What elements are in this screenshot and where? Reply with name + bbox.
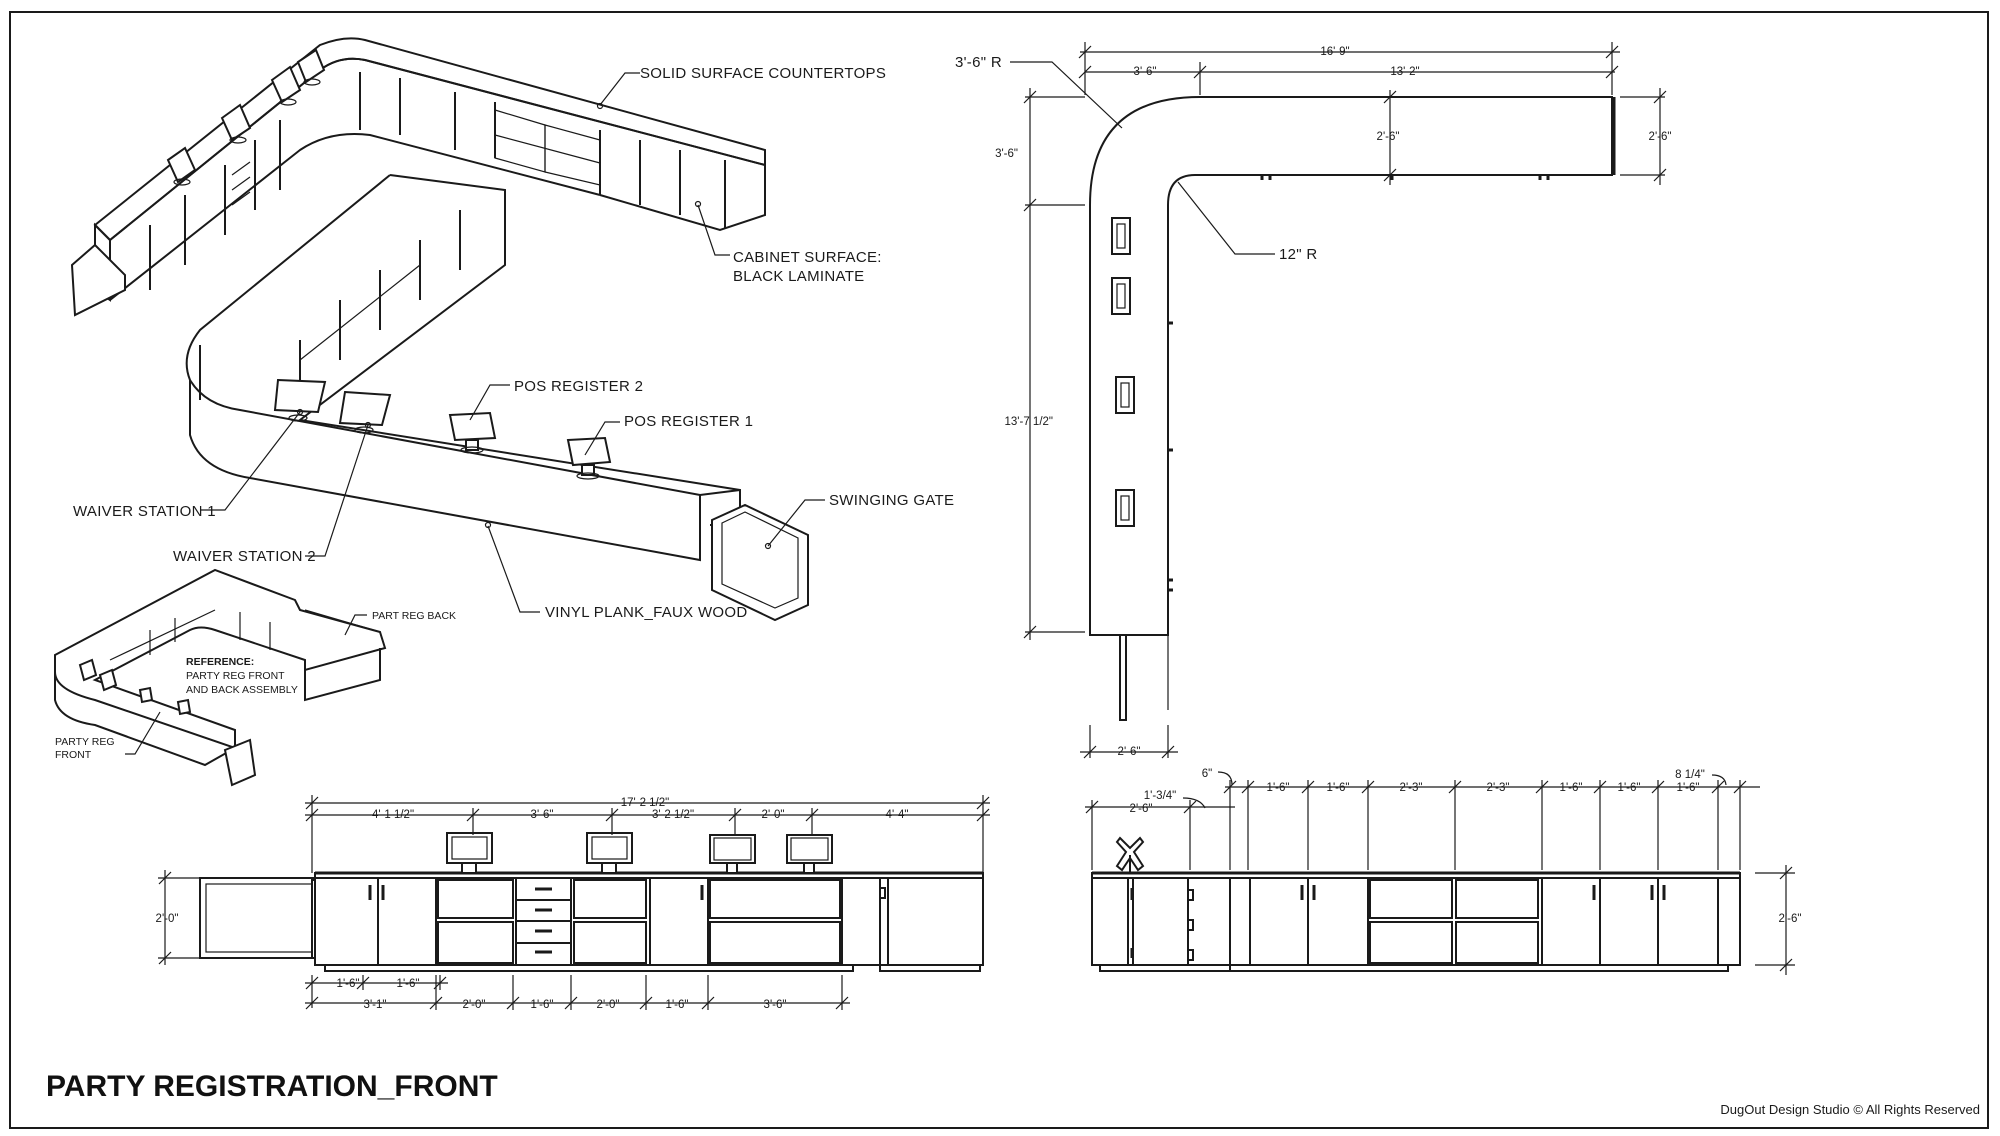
label-reference-line2: AND BACK ASSEMBLY xyxy=(186,684,298,696)
dim-front-height: 2'-0" xyxy=(156,913,179,925)
front-countertop xyxy=(297,174,741,526)
plan-view xyxy=(1010,42,1667,759)
label-vinyl-plank: VINYL PLANK_FAUX WOOD xyxy=(545,604,747,621)
isometric-assembly xyxy=(70,37,825,622)
side-elevation xyxy=(1085,771,1795,975)
dim-front-top-2: 3'-6" xyxy=(531,809,554,821)
label-waiver-station-1: WAIVER STATION 1 xyxy=(73,503,216,520)
dim-front-bottom-r2-6: 3'-6" xyxy=(764,999,787,1011)
dim-front-top-4: 2'-0" xyxy=(762,809,785,821)
dim-side-height: 2'-6" xyxy=(1779,913,1802,925)
label-cabinet-surface-line1: CABINET SURFACE: xyxy=(733,249,882,266)
label-reference-heading: REFERENCE: xyxy=(186,656,254,668)
dim-side-top-1: 1'-6" xyxy=(1267,782,1290,794)
dim-front-bottom-r2-3: 1'-6" xyxy=(531,999,554,1011)
front-monitors xyxy=(273,378,612,480)
dim-side-top-6: 1'-6" xyxy=(1618,782,1641,794)
plan-monitor xyxy=(1111,217,1131,255)
dim-plan-overall-left: 13'-7 1/2" xyxy=(1005,416,1053,428)
dim-plan-depth-mid: 2'-6" xyxy=(1377,131,1400,143)
back-monitors xyxy=(166,48,326,186)
dim-front-bottom-r2-4: 2'-0" xyxy=(597,999,620,1011)
dim-side-top-4: 2'-3" xyxy=(1487,782,1510,794)
dim-plan-left-top: 3'-6" xyxy=(995,148,1018,160)
left-open-door xyxy=(70,243,126,317)
dim-side-three-quarter: 1'-3/4" xyxy=(1144,790,1177,802)
label-cabinet-surface-line2: BLACK LAMINATE xyxy=(733,268,864,285)
dim-side-top-7: 1'-6" xyxy=(1677,782,1700,794)
sheet-title: PARTY REGISTRATION_FRONT xyxy=(46,1070,498,1103)
label-party-reg-front-line2: FRONT xyxy=(55,749,92,761)
dim-side-top-5: 1'-6" xyxy=(1560,782,1583,794)
dim-front-bottom-r1-2: 1'-6" xyxy=(397,978,420,990)
dim-side-left: 2'-6" xyxy=(1130,803,1153,815)
dim-plan-seg-b: 13'-2" xyxy=(1390,66,1419,78)
plan-monitor xyxy=(1111,277,1131,315)
dim-front-overall: 17'-2 1/2" xyxy=(621,797,669,809)
plan-counter-outline xyxy=(1089,96,1613,636)
dim-side-six-in: 6" xyxy=(1202,768,1212,780)
dim-side-eight-quarter: 8 1/4" xyxy=(1675,769,1705,781)
front-elevation xyxy=(158,795,990,1010)
dim-front-bottom-r2-2: 2'-0" xyxy=(463,999,486,1011)
label-outer-radius: 3'-6" R xyxy=(955,54,1002,71)
swinging-gate xyxy=(711,503,809,622)
label-swinging-gate: SWINGING GATE xyxy=(829,492,954,509)
label-solid-surface-countertops: SOLID SURFACE COUNTERTOPS xyxy=(640,65,886,82)
dim-front-top-5: 4'-4" xyxy=(886,809,909,821)
dim-side-top-2: 1'-6" xyxy=(1327,782,1350,794)
dim-side-top-3: 2'-3" xyxy=(1400,782,1423,794)
dim-plan-bottom: 2'-6" xyxy=(1118,746,1141,758)
sheet-credit: DugOut Design Studio © All Rights Reserv… xyxy=(1720,1102,1980,1117)
label-party-reg-front-line1: PARTY REG xyxy=(55,736,115,748)
dim-front-top-1: 4'-1 1/2" xyxy=(372,809,414,821)
label-waiver-station-2: WAIVER STATION 2 xyxy=(173,548,316,565)
dim-front-bottom-r2-1: 3'-1" xyxy=(364,999,387,1011)
label-inner-radius: 12" R xyxy=(1279,246,1318,263)
dim-front-bottom-r1-1: 1'-6" xyxy=(337,978,360,990)
plan-monitor xyxy=(1115,376,1135,414)
dim-plan-overall: 16'-9" xyxy=(1320,46,1349,58)
dim-front-top-3: 3'-2 1/2" xyxy=(652,809,694,821)
label-pos-register-2: POS REGISTER 2 xyxy=(514,378,643,395)
label-pos-register-1: POS REGISTER 1 xyxy=(624,413,753,430)
dim-plan-seg-a: 3'-6" xyxy=(1134,66,1157,78)
label-reference-line1: PARTY REG FRONT xyxy=(186,670,285,682)
label-part-reg-back: PART REG BACK xyxy=(372,610,456,622)
dim-front-bottom-r2-5: 1'-6" xyxy=(666,999,689,1011)
reference-assembly xyxy=(54,568,387,787)
sheet-border xyxy=(9,11,1989,1129)
dim-plan-depth-right: 2'-6" xyxy=(1649,131,1672,143)
